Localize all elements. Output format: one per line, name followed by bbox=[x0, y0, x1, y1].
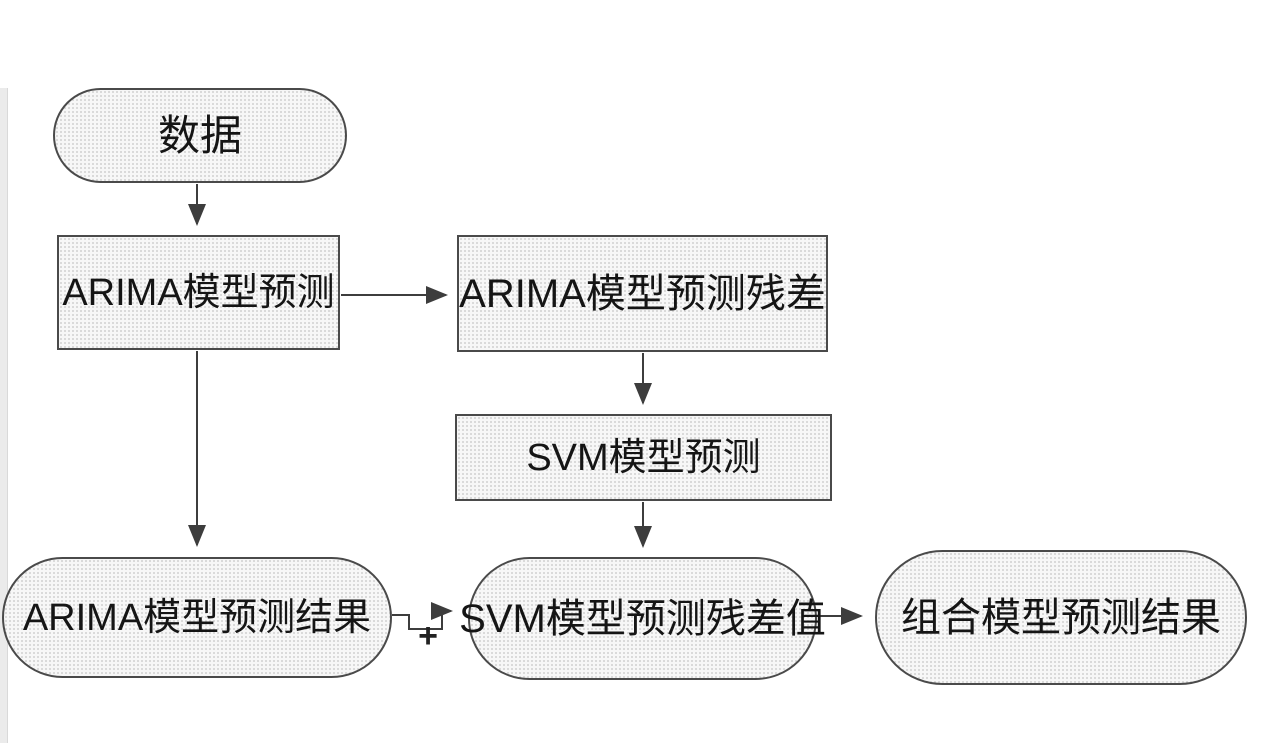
node-data: 数据 bbox=[53, 88, 347, 183]
node-svm-residual-value: SVM模型预测残差值 bbox=[459, 557, 826, 680]
node-combined-result-label: 组合模型预测结果 bbox=[901, 595, 1221, 640]
node-svm-model-label: SVM模型预测 bbox=[526, 436, 761, 479]
node-svm-model: SVM模型预测 bbox=[455, 414, 832, 501]
node-data-label: 数据 bbox=[157, 111, 242, 159]
page-edge-artifact bbox=[0, 88, 8, 743]
node-arima-model: ARIMA模型预测 bbox=[57, 235, 340, 350]
node-arima-model-label: ARIMA模型预测 bbox=[62, 271, 335, 314]
node-arima-residual: ARIMA模型预测残差 bbox=[457, 235, 828, 352]
node-combined-result: 组合模型预测结果 bbox=[875, 550, 1247, 685]
plus-operator: + bbox=[418, 617, 438, 655]
node-arima-result-label: ARIMA模型预测结果 bbox=[22, 596, 372, 639]
node-svm-residual-value-label: SVM模型预测残差值 bbox=[459, 596, 826, 641]
node-arima-result: ARIMA模型预测结果 bbox=[2, 557, 392, 678]
node-arima-residual-label: ARIMA模型预测残差 bbox=[459, 271, 826, 316]
